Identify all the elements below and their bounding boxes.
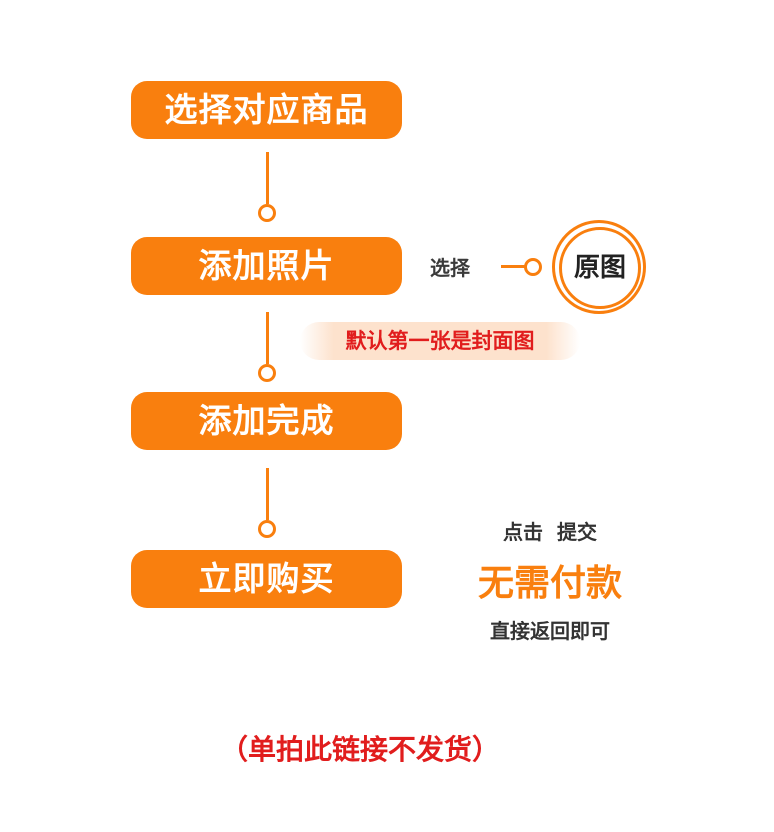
option-connector-line: [501, 265, 527, 268]
connector-dot: [258, 364, 276, 382]
step-add-complete-button[interactable]: 添加完成: [131, 392, 402, 450]
connector-dot: [258, 520, 276, 538]
original-image-badge: 原图: [552, 220, 646, 314]
cover-image-note: 默认第一张是封面图: [300, 322, 580, 360]
select-label: 选择: [430, 256, 470, 280]
connector-line: [265, 312, 269, 364]
connector-line: [265, 152, 269, 204]
step-select-product-button[interactable]: 选择对应商品: [131, 81, 402, 139]
step-buy-now-button[interactable]: 立即购买: [131, 550, 402, 608]
no-shipping-note: （单拍此链接不发货）: [219, 733, 500, 766]
connector-line: [265, 468, 269, 520]
click-submit-text: 点击 提交: [503, 520, 597, 544]
connector-dot: [258, 204, 276, 222]
no-payment-text: 无需付款: [477, 563, 622, 604]
option-connector-dot: [524, 258, 542, 276]
step-add-photo-button[interactable]: 添加照片: [131, 237, 402, 295]
original-image-option[interactable]: 原图: [559, 227, 641, 309]
return-direct-text: 直接返回即可: [490, 619, 610, 643]
